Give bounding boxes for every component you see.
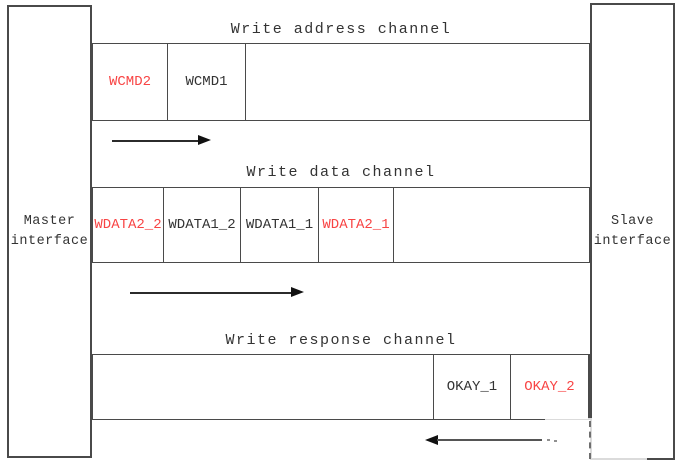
watermark-dot: [554, 440, 557, 442]
write-data-flow-arrow-line: [130, 292, 292, 294]
response-cell-okay-2: OKAY_2: [511, 355, 589, 419]
write-response-channel-label: Write response channel: [225, 332, 457, 349]
address-cell-wcmd2: WCMD2: [93, 44, 168, 120]
master-interface-box: Master interface: [7, 5, 92, 458]
slave-interface-label-line1: Slave: [610, 213, 654, 229]
write-data-channel-box: WDATA2_2 WDATA1_2 WDATA1_1 WDATA2_1: [92, 187, 590, 263]
address-cell-wcmd1: WCMD1: [168, 44, 246, 120]
master-interface-label-line2: interface: [10, 233, 89, 249]
watermark-broken-border: [589, 421, 591, 459]
watermark-smudge: [545, 418, 647, 460]
write-data-channel-label: Write data channel: [246, 164, 436, 181]
master-interface-label-line1: Master: [23, 213, 76, 229]
slave-interface-label-line2: interface: [593, 233, 672, 249]
write-response-channel-box: OKAY_1 OKAY_2: [92, 354, 590, 420]
response-empty-cell: [93, 355, 434, 419]
data-cell-wdata1-2: WDATA1_2: [164, 188, 241, 262]
write-address-channel-box: WCMD2 WCMD1: [92, 43, 590, 121]
response-cell-okay-1: OKAY_1: [434, 355, 511, 419]
data-cell-wdata2-2: WDATA2_2: [93, 188, 164, 262]
write-response-flow-arrow-line: [437, 439, 542, 441]
write-response-flow-arrow-left-icon: [425, 435, 438, 445]
watermark-dot: [547, 439, 550, 441]
slave-interface-box: Slave interface: [590, 3, 675, 460]
write-address-channel-label: Write address channel: [230, 21, 452, 38]
write-address-flow-arrow-right-icon: [198, 135, 211, 145]
write-data-flow-arrow-right-icon: [291, 287, 304, 297]
data-cell-wdata2-1: WDATA2_1: [319, 188, 394, 262]
data-cell-wdata1-1: WDATA1_1: [241, 188, 319, 262]
write-address-flow-arrow-line: [112, 140, 199, 142]
